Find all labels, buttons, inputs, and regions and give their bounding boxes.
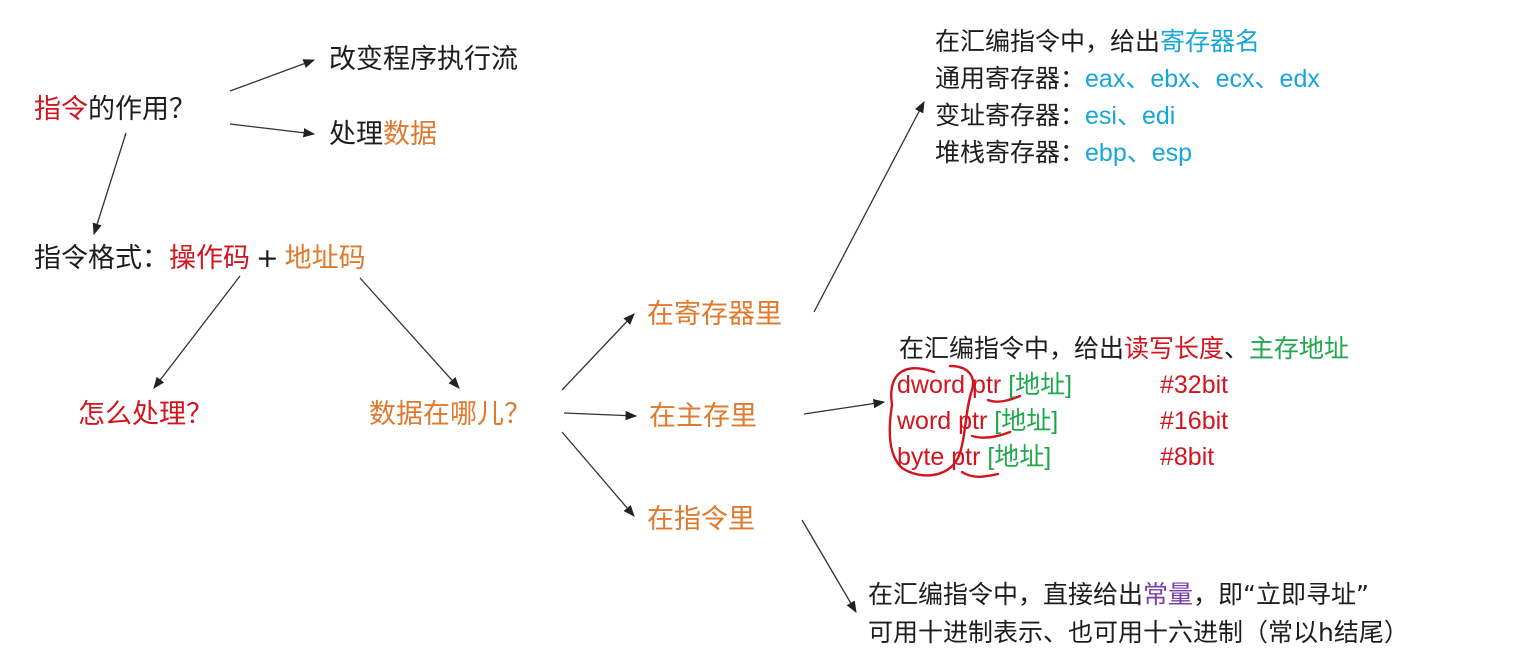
handwritten-annotation	[888, 364, 1022, 478]
memory-row-dword-comment: #32bit	[1160, 371, 1229, 399]
memory-box-title: 在汇编指令中，给出读写长度、主存地址	[899, 336, 1349, 361]
arrow-root-to-format	[92, 132, 127, 236]
row-address: [地址]	[994, 407, 1059, 435]
memory-row-byte: byte ptr [地址]	[897, 445, 1051, 470]
arrow-where-to-register	[561, 313, 635, 391]
memory-title-address: 主存地址	[1249, 334, 1350, 363]
root-rest: 的作用？	[88, 94, 196, 125]
memory-title-prefix: 在汇编指令中，给出	[899, 334, 1125, 363]
memory-title-length: 读写长度	[1124, 334, 1225, 363]
underline-ptr-1	[986, 394, 1022, 403]
stack-registers: 堆栈寄存器：ebp、esp	[935, 140, 1192, 166]
arrow-where-to-instruction	[561, 431, 635, 517]
effect-change-flow: 改变程序执行流	[329, 44, 518, 75]
memory-row-dword: dword ptr [地址]	[897, 373, 1072, 398]
arrow-address-to-where	[359, 277, 460, 389]
arrow-register-to-box	[813, 100, 925, 313]
memory-row-word-comment: #16bit	[1160, 407, 1229, 435]
general-registers: 通用寄存器：eax、ebx、ecx、edx	[935, 66, 1320, 92]
register-title-highlight: 寄存器名	[1160, 27, 1261, 56]
index-registers: 变址寄存器：esi、edi	[935, 103, 1175, 129]
effect-process-data: 处理数据	[329, 121, 437, 148]
underline-ptr-2	[970, 430, 1012, 439]
location-register: 在寄存器里	[647, 299, 782, 330]
arrow-opcode-to-how	[153, 275, 241, 389]
row-address: [地址]	[987, 443, 1052, 471]
arrow-root-to-effect2	[229, 123, 316, 138]
stack-registers-value: ebp、esp	[1085, 139, 1193, 167]
immediate-constant: 常量	[1143, 580, 1194, 609]
row-size: word	[897, 407, 952, 435]
root-instruction-word: 指令	[34, 94, 88, 125]
stack-registers-label: 堆栈寄存器：	[935, 138, 1086, 167]
arrow-memory-to-box	[803, 398, 886, 415]
general-registers-value: eax、ebx、ecx、edx	[1085, 65, 1320, 93]
immediate-box-line1: 在汇编指令中，直接给出常量，即“立即寻址”	[868, 582, 1369, 607]
row-ptr: ptr	[972, 371, 1002, 399]
register-title-prefix: 在汇编指令中，给出	[935, 27, 1161, 56]
underline-ptr-3	[960, 470, 1000, 478]
where-is-data: 数据在哪儿？	[369, 399, 531, 430]
immediate-suffix: ，即“立即寻址”	[1193, 580, 1369, 609]
immediate-box-line2: 可用十进制表示、也可用十六进制（常以h结尾）	[868, 618, 1409, 647]
row-size: dword	[897, 371, 966, 399]
format-opcode: 操作码	[169, 243, 250, 274]
effect2-highlight: 数据	[383, 119, 437, 150]
memory-row-word: word ptr [地址]	[897, 409, 1058, 434]
memory-title-sep: 、	[1224, 334, 1250, 363]
row-address: [地址]	[1008, 371, 1073, 399]
format-plus: +	[256, 243, 279, 274]
instruction-format: 指令格式：操作码+地址码	[34, 245, 366, 272]
format-address: 地址码	[284, 243, 366, 274]
root-question: 指令的作用？	[34, 96, 196, 123]
index-registers-value: esi、edi	[1085, 102, 1176, 130]
general-registers-label: 通用寄存器：	[935, 64, 1086, 93]
row-ptr: ptr	[951, 443, 981, 471]
row-ptr: ptr	[958, 407, 988, 435]
memory-row-byte-comment: #8bit	[1160, 443, 1215, 471]
location-memory: 在主存里	[649, 401, 757, 432]
circle-annotation	[888, 364, 975, 477]
immediate-prefix: 在汇编指令中，直接给出	[868, 580, 1144, 609]
how-to-process: 怎么处理？	[78, 399, 213, 430]
effect2-prefix: 处理	[329, 119, 383, 150]
index-registers-label: 变址寄存器：	[935, 101, 1086, 130]
register-box-title: 在汇编指令中，给出寄存器名	[935, 29, 1260, 54]
location-instruction: 在指令里	[647, 504, 755, 535]
arrow-where-to-memory	[563, 410, 638, 421]
arrow-instruction-to-box	[801, 519, 857, 614]
row-size: byte	[897, 443, 945, 471]
arrow-root-to-effect1	[229, 59, 316, 92]
format-label: 指令格式：	[34, 243, 169, 274]
